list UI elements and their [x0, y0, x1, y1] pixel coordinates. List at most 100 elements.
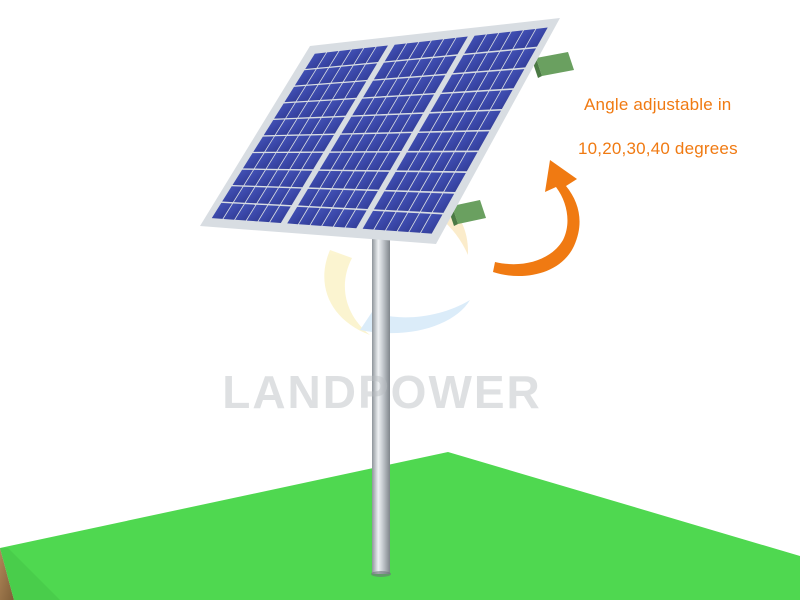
rotation-arrow-icon	[493, 160, 580, 277]
solar-cell	[342, 134, 364, 152]
solar-cell	[287, 118, 309, 135]
solar-cell	[432, 152, 454, 171]
solar-cell	[432, 172, 454, 192]
solar-cell	[233, 186, 255, 203]
solar-cell	[244, 169, 265, 186]
solar-cell	[284, 85, 306, 103]
solar-cell	[223, 203, 244, 220]
watermark-text: LANDPOWER	[222, 366, 542, 418]
solar-cell	[397, 172, 419, 191]
solar-cell	[366, 133, 388, 152]
solar-cell	[298, 101, 320, 118]
solar-cell	[397, 212, 420, 232]
solar-cell	[270, 205, 291, 223]
solar-cell	[465, 71, 488, 92]
solar-cell	[367, 152, 389, 171]
solar-cell	[434, 55, 457, 75]
solar-cell	[257, 187, 278, 204]
solar-cell	[443, 112, 465, 131]
solar-cell	[377, 114, 399, 133]
solar-cell	[352, 98, 374, 116]
solar-cell	[455, 111, 477, 131]
solar-panel-array	[200, 18, 560, 244]
solar-cell	[385, 212, 408, 232]
solar-cell	[365, 115, 387, 133]
solar-cell	[263, 119, 285, 136]
solar-cell	[476, 33, 499, 53]
solar-cell	[322, 99, 344, 117]
solar-cell	[374, 211, 396, 231]
solar-cell	[453, 72, 476, 92]
solar-cell	[420, 192, 443, 213]
solar-cell	[488, 31, 511, 52]
solar-cell	[397, 42, 419, 61]
solar-cell	[385, 171, 407, 191]
solar-cell	[490, 89, 513, 110]
solar-cell	[298, 188, 319, 206]
solar-cell	[375, 78, 397, 97]
solar-cell	[331, 65, 353, 83]
solar-cell	[256, 170, 277, 187]
solar-cell	[379, 152, 401, 171]
solar-cell	[477, 51, 500, 72]
solar-cell	[408, 172, 431, 191]
solar-cell	[502, 69, 525, 89]
grass-top	[0, 452, 800, 600]
solar-cell	[387, 78, 409, 96]
solar-cell	[321, 189, 343, 208]
solar-cell	[398, 59, 420, 78]
solar-cell	[254, 153, 276, 169]
solar-cell	[478, 70, 500, 91]
solar-cell	[396, 152, 418, 171]
solar-cell	[311, 117, 333, 135]
solar-cell	[291, 170, 313, 188]
solar-cell	[266, 153, 288, 169]
solar-cell	[410, 58, 433, 77]
solar-cell	[333, 190, 355, 208]
solar-cell	[420, 213, 443, 234]
solar-cell	[343, 152, 365, 170]
solar-cell	[501, 49, 524, 70]
solar-cell	[341, 116, 363, 134]
solar-cell	[419, 113, 441, 132]
solar-cell	[409, 192, 431, 212]
solar-cell	[355, 63, 378, 81]
solar-cell	[279, 170, 301, 187]
solar-cell	[455, 152, 478, 172]
solar-cell	[411, 76, 434, 95]
solar-cell	[399, 77, 421, 96]
solar-cell	[442, 92, 465, 112]
solar-cell	[409, 40, 431, 59]
solar-cell	[332, 171, 354, 189]
solar-cell	[353, 115, 375, 134]
solar-cell	[331, 152, 353, 170]
solar-cell	[408, 152, 430, 171]
solar-cell	[420, 152, 442, 171]
solar-cell	[319, 152, 341, 170]
solar-cell	[443, 131, 466, 151]
solar-cell	[354, 134, 376, 152]
solar-cell	[299, 118, 321, 135]
solar-cell	[301, 135, 322, 152]
solar-cell	[478, 90, 501, 110]
solar-cell	[322, 208, 344, 227]
solar-cell	[513, 28, 536, 49]
solar-cell	[277, 135, 298, 152]
solar-cell	[407, 132, 430, 151]
solar-cell	[433, 37, 456, 57]
grass-shade	[0, 548, 60, 600]
solar-cell	[343, 64, 365, 82]
solar-cell	[308, 170, 330, 188]
solar-cell	[333, 82, 355, 100]
solar-cell	[308, 84, 330, 101]
solar-cell	[444, 172, 466, 193]
solar-cell	[376, 96, 398, 115]
solar-cell	[319, 66, 341, 84]
solar-cell	[423, 75, 446, 94]
solar-cell	[344, 171, 366, 189]
solar-cell	[420, 172, 443, 192]
solar-cell	[211, 202, 233, 219]
solar-cell	[489, 50, 512, 71]
solar-cell	[235, 204, 256, 221]
solar-cell	[265, 136, 286, 152]
